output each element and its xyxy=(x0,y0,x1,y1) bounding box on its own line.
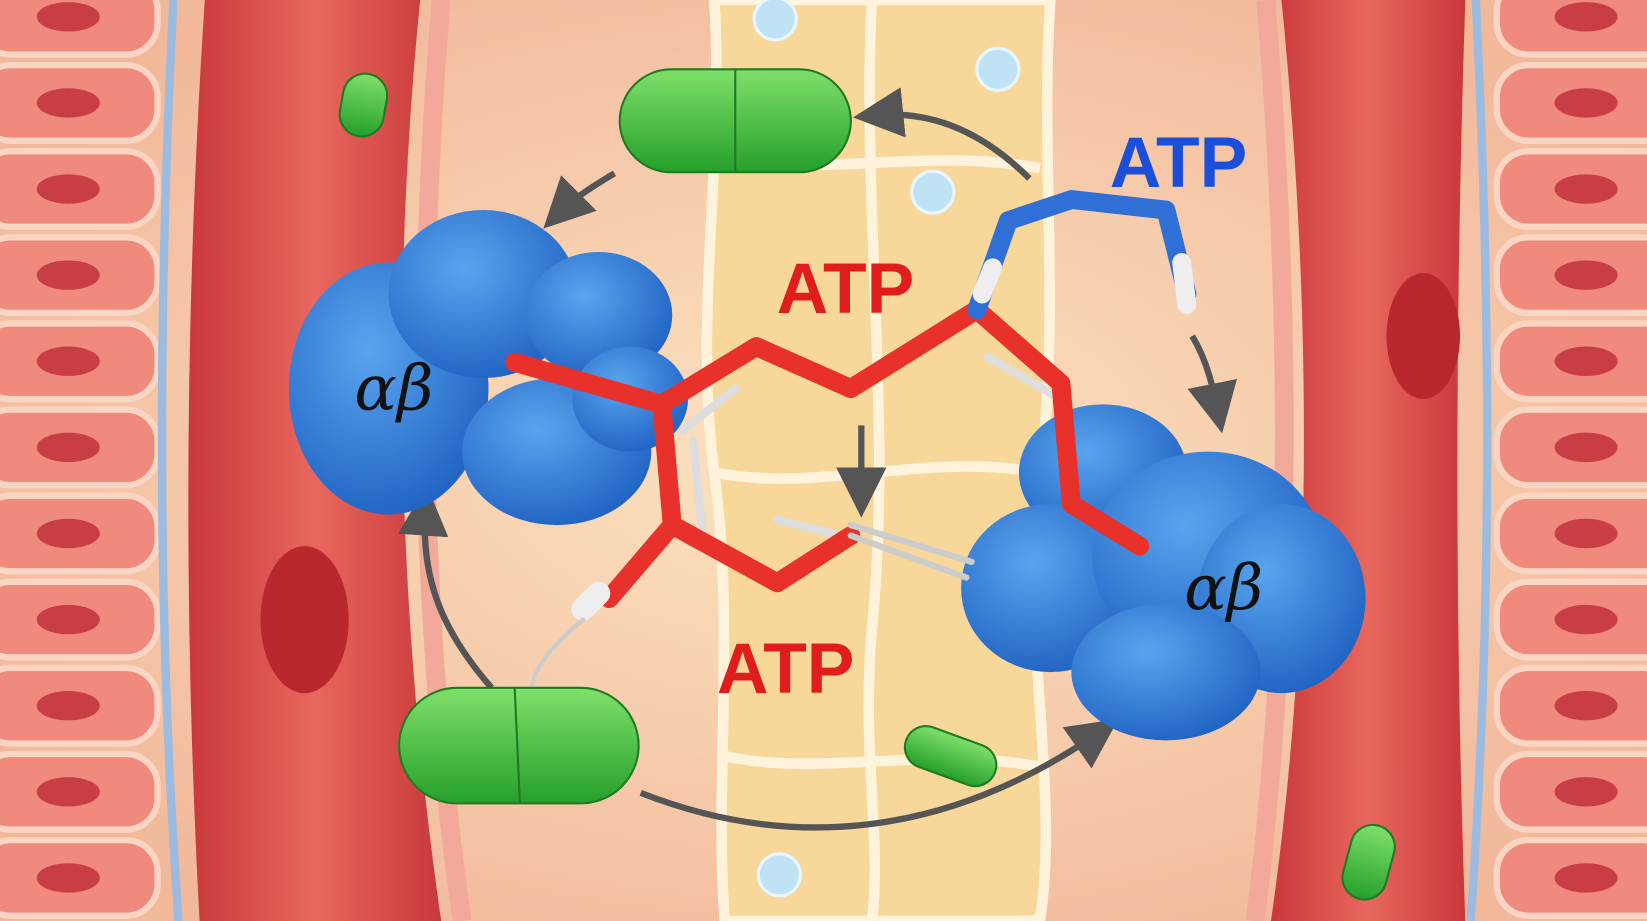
cell-nucleus xyxy=(36,432,100,463)
protein-complex-right xyxy=(961,404,1366,741)
left-nucleus xyxy=(260,546,349,694)
right-tissue-cells xyxy=(1493,0,1647,919)
cell-nucleus xyxy=(1554,2,1618,32)
cell-nucleus xyxy=(36,88,100,118)
cell-nucleus xyxy=(1554,777,1618,807)
alpha-beta-label-left: αβ xyxy=(354,352,433,425)
cell-nucleus xyxy=(36,346,100,376)
right-membrane xyxy=(1466,0,1492,921)
cell-nucleus xyxy=(36,777,100,807)
left-membrane xyxy=(157,0,183,921)
right-inner-wall xyxy=(1245,0,1294,921)
cell-nucleus xyxy=(1554,88,1618,118)
cell-nucleus xyxy=(36,260,100,290)
atp-label-top-right: ATP xyxy=(1110,123,1248,203)
atp-label-top-center: ATP xyxy=(777,249,915,329)
cell-nucleus xyxy=(1554,260,1618,290)
capsules xyxy=(338,68,1396,901)
cell-nucleus xyxy=(1554,691,1618,721)
cell-nucleus xyxy=(1554,604,1618,635)
cycle-arrows xyxy=(398,87,1237,831)
cell-nucleus xyxy=(36,174,100,204)
atp-label-bottom: ATP xyxy=(717,629,855,709)
right-muscle-band xyxy=(1270,0,1466,921)
cell-nucleus xyxy=(36,691,100,721)
cell-nucleus xyxy=(1554,346,1618,376)
cell-nucleus xyxy=(36,863,100,893)
cell-nucleus xyxy=(1554,432,1618,463)
cell-nucleus xyxy=(36,518,100,549)
molecule-ring xyxy=(505,190,1197,701)
cell-nucleus xyxy=(1554,518,1618,549)
cell-nucleus xyxy=(36,2,100,32)
cell-nucleus xyxy=(1554,863,1618,893)
bubbles xyxy=(752,0,1021,898)
right-nucleus xyxy=(1386,273,1461,400)
cell-nucleus xyxy=(36,604,100,635)
left-tissue-cells xyxy=(0,0,161,919)
cell-nucleus xyxy=(1554,174,1618,204)
alpha-beta-label-right: αβ xyxy=(1184,551,1263,624)
